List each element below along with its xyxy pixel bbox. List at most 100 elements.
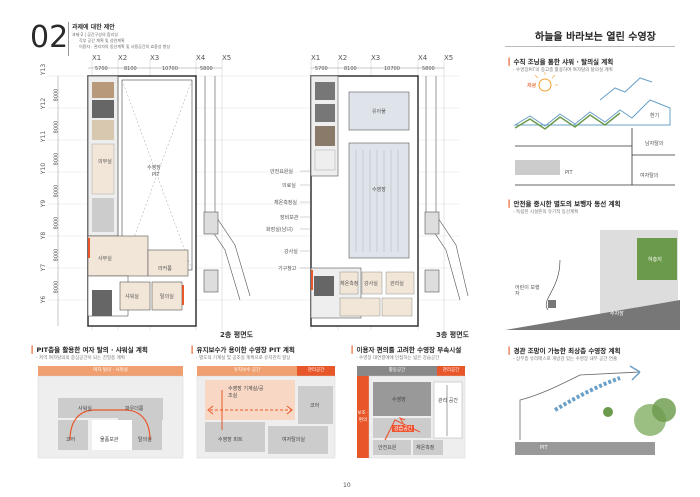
main-title-rule [505,46,675,47]
band-management-3: 관리공간 [442,368,460,373]
room-pit-2f: PIT [152,172,160,178]
grid-row-y11: Y11 [40,130,48,143]
diagram-vertical-zoning [513,72,675,186]
section-bottom-1-sub: - 저역 여자탈의의 중심공간이 되는 친밀층 계획 [36,356,125,361]
room-changing-2f: 탈의실 [160,294,174,300]
header-title: 과제에 대한 제안 [72,24,115,31]
room-3f-left-4: 화장실(남녀) [266,227,293,233]
grid-row-y6: Y6 [40,295,48,304]
plan-2f [87,75,197,327]
diagram-women-changing [37,366,184,459]
bd1-changing: 탈의실 [138,437,152,443]
label-pit-view: PIT [540,445,548,451]
bd3-pool: 수영장 [392,397,406,403]
grid-col-x1: X1 [92,54,102,62]
grid-dim-2: 8100 [124,66,137,72]
band-management: 관리공간 [307,368,325,373]
room-pool-2f: 수영장 [147,165,161,171]
dimension-lines [57,67,444,326]
grid-col-x2-3f: X2 [338,54,348,62]
room-locker-2f: 라커룸 [158,266,172,272]
grid-dim-1-3f: 5700 [315,66,328,72]
label-ventilation: 환기 [650,113,660,119]
pool-kids-label: 유아풀 [372,109,386,115]
grid-row-y8: Y8 [40,231,48,240]
grid-col-x3-3f: X3 [371,54,381,62]
bd2-pool-pit: 수영장 피트 [218,437,243,443]
room-3f-left-3: 장비보관 [280,215,299,221]
bd2-mechanical: 수영장 기계실/공조실 [228,386,264,399]
label-daylight: 채광 [527,83,537,89]
room-office-2f: 사무실 [98,256,112,262]
header-sub-1: 과제-2 | 공간구성의 합리성 [72,32,118,37]
grid-row-dim-6: 8000 [53,248,60,262]
grid-dim-3: 10700 [162,66,178,72]
section-right-3-sub: - 상부층 유리매스로 개방감 있는 수영장 내부 공간 연출 [513,357,618,362]
marker-icon: ┃ [30,346,35,354]
room-3f-left-6: 기구창고 [278,266,297,272]
header-divider [68,22,69,56]
room-shower-2f: 샤워실 [125,294,139,300]
marker-icon: ┃ [507,58,512,66]
grid-col-x2: X2 [118,54,128,62]
marker-icon: ┃ [507,347,512,355]
band-side-support: 보조 · 편의 [357,411,369,423]
grid-dim-1: 5700 [95,66,108,72]
section-bottom-3-sub: - 수영장 대연결에에 인접하는 넓은 강습공간 [356,356,440,361]
diagram-pit [196,366,336,459]
grid-row-dim-5: 8000 [53,216,60,230]
band-activity: 활동공간 [388,368,406,373]
grid-dim-2-3f: 8100 [344,66,357,72]
diagram-view [515,365,676,455]
grid-row-dim-4: 8000 [53,184,60,198]
marker-icon: ┃ [190,346,195,354]
section-right-1-title: ┃ 수직 조닝을 통한 샤워 · 탈의실 계획 [507,58,614,66]
bd3-mgmt-space: 관리 공간 [438,398,458,404]
room-3f-left-2: 체온측정실 [274,200,298,206]
header-sub-3: 이용자 · 관리자의 동선계획 및 사용공간의 효용성 향상 [79,44,171,49]
bd1-shower: 사워실 [78,406,92,412]
section-bottom-3-title: ┃ 이용자 편의를 고려한 수영장 부속시설 [350,346,462,354]
section-right-3-title: ┃ 경관 조망이 가능한 최상층 수영장 계획 [507,347,621,355]
room-3f-left-5: 강사실 [284,249,298,255]
band-maintenance: 유지보수 공간 [233,368,261,373]
room-3f-left-0: 안전요원실 [270,169,294,175]
pool-main-label: 수영장 [372,187,386,193]
diagram-facilities [357,366,466,459]
room-3f-bottom-0: 체온측정 [340,281,359,287]
bd1-powder: 파우더룸 [125,406,144,412]
room-3f-bottom-1: 강사실 [364,281,378,287]
label-pedestrian: 어린이 보행자 [515,285,540,297]
main-title: 하늘을 바라보는 열린 수영장 [535,32,656,43]
label-pit: PIT [565,170,573,176]
section-right-2-title: ┃ 안전을 중시한 별도의 보행자 동선 계획 [507,200,621,208]
section-number: 02 [30,20,69,55]
grid-row-dim-3: 8000 [53,152,60,166]
grid-col-x1-3f: X1 [311,54,321,62]
section-right-2-sub: - 독립된 시설존의 유기적 동선계획 [513,210,579,215]
section-bottom-2-title: ┃ 유지보수가 용이한 수영장 PIT 계획 [190,346,295,354]
section-bottom-2-sub: - 별도의 기계실 및 공조실 계획으로 유지관리 향상 [196,356,291,361]
page-number: 10 [343,482,351,489]
label-lower-site: 하층지 [648,257,662,263]
grid-row-y12: Y12 [40,97,48,110]
bd1-storage: 물품보관 [100,437,119,443]
grid-row-y9: Y9 [40,199,48,208]
bd2-women-changing: 여자탈의실 [282,437,306,443]
grid-col-x5-3f: X5 [444,54,454,62]
label-parking: 주차장 [610,311,624,317]
grid-dim-4: 5800 [200,66,213,72]
section-bottom-1-title: ┃ PIT층을 활용한 여자 탈의 · 샤워실 계획 [30,346,148,354]
grid-row-dim-1: 8000 [53,88,60,102]
room-3f-bottom-2: 관리실 [390,281,404,287]
exterior-ramp-2f [203,76,251,301]
label-men-changing: 남자탈의 [645,141,664,147]
grid-row-dim-2: 8000 [53,120,60,134]
bd1-core: 코어 [66,437,76,443]
grid-row-y7: Y7 [40,263,48,272]
grid-row-y13: Y13 [40,63,48,76]
band-women: 여자 탈의 · 사워실 [93,368,128,373]
leaders-3f [300,170,311,269]
room-medical-2f: 의무실 [98,159,112,165]
